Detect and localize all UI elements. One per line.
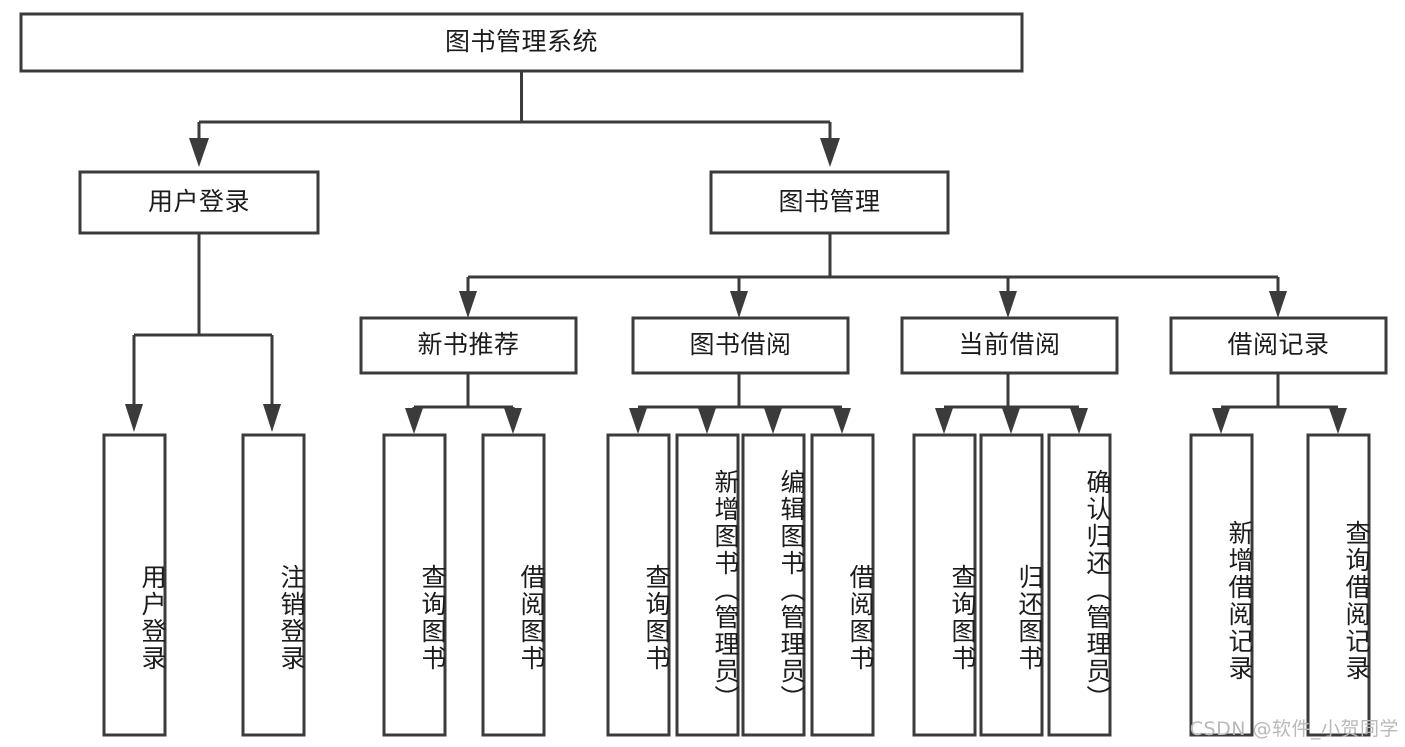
node-box-leaf-query-book-1[interactable] bbox=[382, 433, 447, 737]
node-box-book-manage[interactable] bbox=[709, 170, 950, 235]
node-box-leaf-borrow-book-2[interactable] bbox=[810, 433, 875, 737]
node-box-leaf-add-record[interactable] bbox=[1189, 433, 1254, 737]
connector-group-new-book-recommend bbox=[405, 373, 522, 434]
arrow-head-leaf-borrow-book-1 bbox=[504, 408, 522, 434]
arrow-head-leaf-user-login bbox=[125, 404, 143, 432]
arrow-head-leaf-add-record bbox=[1212, 408, 1230, 434]
arrow-head-borrow-record bbox=[1269, 291, 1287, 318]
node-box-leaf-query-record[interactable] bbox=[1306, 433, 1371, 737]
node-box-book-borrow[interactable] bbox=[631, 316, 850, 375]
arrow-head-leaf-return-book bbox=[1002, 408, 1020, 434]
node-box-leaf-edit-book[interactable] bbox=[741, 433, 806, 737]
connector-group-current-borrow bbox=[935, 373, 1088, 434]
connector-group-root bbox=[189, 71, 840, 167]
arrow-head-leaf-query-book-3 bbox=[935, 408, 953, 434]
arrow-head-leaf-query-record bbox=[1329, 408, 1347, 434]
node-box-user-login[interactable] bbox=[78, 170, 320, 235]
node-box-leaf-query-book-2[interactable] bbox=[606, 433, 671, 737]
connector-group-book-borrow bbox=[629, 373, 851, 434]
arrow-head-leaf-query-book-2 bbox=[629, 408, 647, 434]
node-box-current-borrow[interactable] bbox=[900, 316, 1119, 375]
arrow-head-current-borrow bbox=[999, 291, 1017, 318]
arrow-head-book-manage bbox=[820, 138, 840, 167]
arrow-head-leaf-user-logout bbox=[263, 404, 281, 432]
arrow-head-book-borrow bbox=[730, 291, 748, 318]
node-box-leaf-confirm-return[interactable] bbox=[1047, 433, 1112, 737]
node-box-leaf-user-logout[interactable] bbox=[241, 433, 306, 737]
connector-group-book-manage bbox=[459, 233, 1287, 318]
connector-group-borrow-record bbox=[1212, 373, 1347, 434]
arrow-head-leaf-edit-book bbox=[764, 408, 782, 434]
node-box-leaf-add-book[interactable] bbox=[675, 433, 740, 737]
connector-group-user-login bbox=[125, 233, 281, 432]
node-box-borrow-record[interactable] bbox=[1169, 316, 1388, 375]
arrow-head-user-login bbox=[189, 138, 209, 167]
node-box-leaf-borrow-book-1[interactable] bbox=[481, 433, 546, 737]
node-box-root[interactable] bbox=[19, 12, 1024, 73]
arrow-head-new-book-recommend bbox=[459, 291, 477, 318]
arrow-head-leaf-add-book bbox=[698, 408, 716, 434]
arrow-head-leaf-borrow-book-2 bbox=[833, 408, 851, 434]
node-box-leaf-user-login[interactable] bbox=[102, 433, 167, 737]
node-box-leaf-return-book[interactable] bbox=[979, 433, 1044, 737]
arrow-head-leaf-confirm-return bbox=[1070, 408, 1088, 434]
node-box-new-book-recommend[interactable] bbox=[359, 316, 578, 375]
node-box-leaf-query-book-3[interactable] bbox=[912, 433, 977, 737]
arrow-head-leaf-query-book-1 bbox=[405, 408, 423, 434]
